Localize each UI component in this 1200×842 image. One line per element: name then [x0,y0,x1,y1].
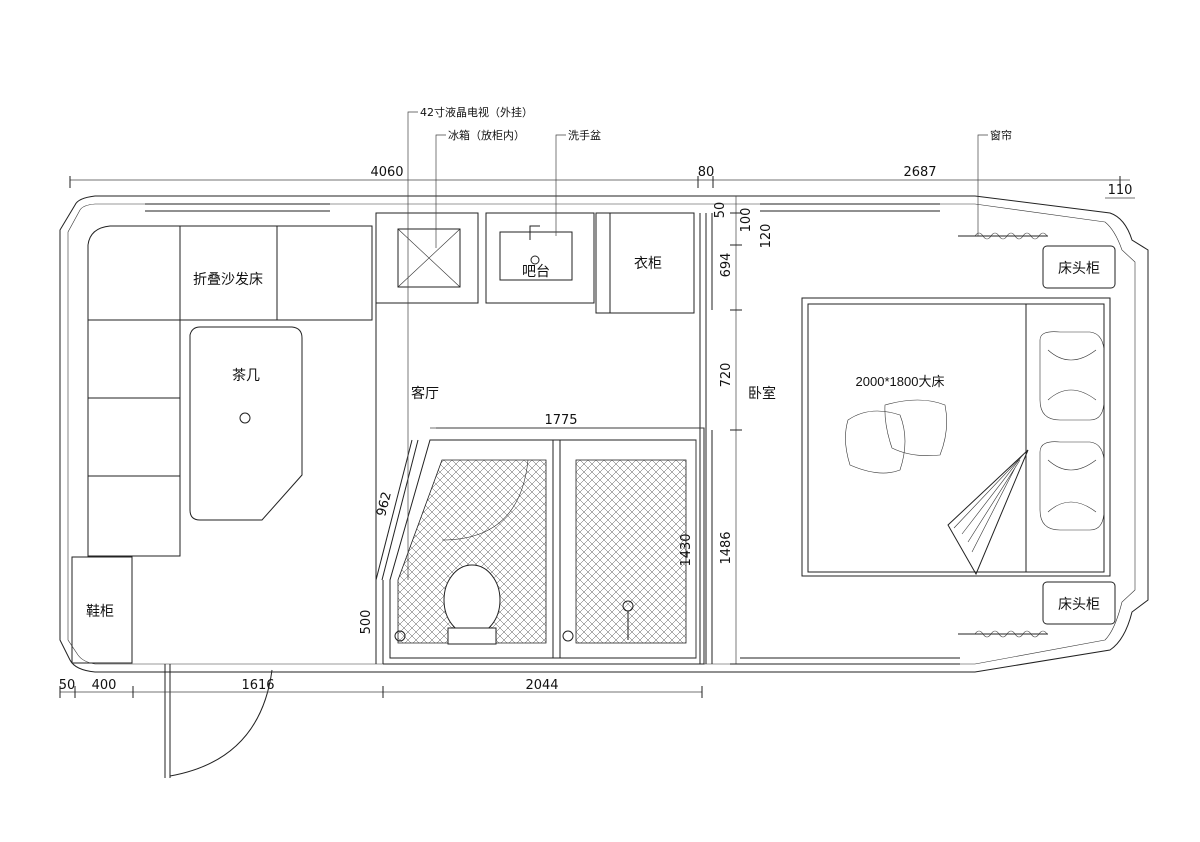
bar-label: 吧台 [522,264,550,280]
dim-top-2687: 2687 [903,165,936,180]
partition-walls [375,213,713,664]
living-room-label: 客厅 [411,385,439,402]
sink-callout: 洗手盆 [568,128,601,142]
dimension-top [69,176,1135,199]
dim-bottom-1616: 1616 [241,678,274,693]
nightstand-top-label: 床头柜 [1058,261,1100,277]
dim-top-110: 110 [1108,183,1133,198]
curtain-bottom [958,630,1048,638]
coffee-table-label: 茶几 [232,368,260,384]
nightstand-bottom: 床头柜 [1042,581,1116,625]
bed-label: 2000*1800大床 [856,374,945,389]
dim-right-50: 50 [713,202,728,219]
coffee-table: 茶几 [189,326,303,521]
dim-bottom-400: 400 [92,678,117,693]
dimension-right [730,196,742,665]
dim-bath-500: 500 [359,610,374,635]
dim-right-1486: 1486 [719,531,734,564]
entry-door[interactable] [164,664,273,778]
bedroom-label: 卧室 [748,385,776,402]
nightstand-top: 床头柜 [1042,245,1116,289]
fridge-callout: 冰箱（放柜内） [448,128,525,142]
sofa-bed-label: 折叠沙发床 [193,272,263,288]
dim-right-100: 100 [739,208,754,233]
dimension-bathroom [430,427,704,658]
fridge-cabinet [375,212,479,304]
dim-right-694: 694 [719,253,734,278]
toilet [443,564,501,645]
dimension-bottom [59,686,703,698]
dim-bottom-50: 50 [59,678,76,693]
sofa-bed: 折叠沙发床 [87,225,373,557]
nightstand-bottom-label: 床头柜 [1058,597,1100,613]
dim-right-720: 720 [719,363,734,388]
curtain-callout: 窗帘 [990,128,1012,142]
bathroom [375,427,705,665]
double-bed: 2000*1800大床 [801,297,1111,577]
wardrobe: 衣柜 [595,212,695,314]
dim-right-120: 120 [759,224,774,249]
dim-top-80: 80 [698,165,715,180]
shower-floor-tile [575,459,687,644]
callout-leaders [407,111,988,580]
dim-bottom-2044: 2044 [525,678,558,693]
shoe-cabinet: 鞋柜 [71,556,133,664]
outer-shell [59,195,1149,673]
shoe-cabinet-label: 鞋柜 [86,604,114,620]
wardrobe-label: 衣柜 [634,256,662,272]
dim-bath-1775: 1775 [544,413,577,428]
dim-bath-1430: 1430 [679,533,694,566]
dim-bath-962: 962 [374,490,395,518]
tv-callout: 42寸液晶电视（外挂） [420,105,533,119]
bar-counter: 吧台 [485,212,595,304]
curtain-top [958,232,1048,240]
dim-top-4060: 4060 [370,165,403,180]
